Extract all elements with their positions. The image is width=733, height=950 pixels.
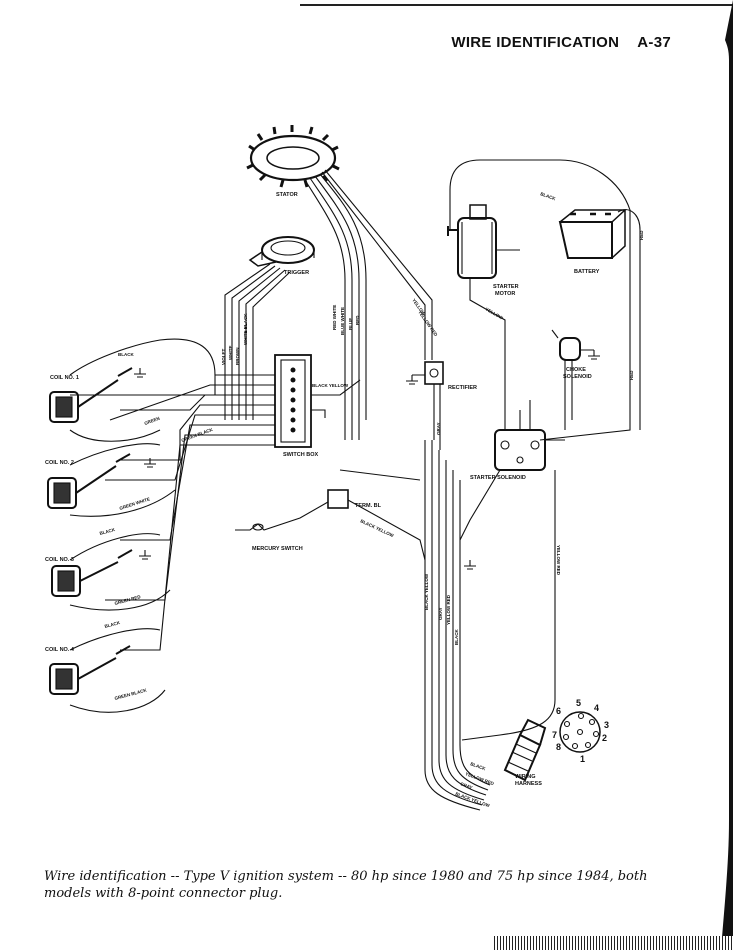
wire-label: RED xyxy=(639,230,644,240)
pin-number: 5 xyxy=(576,698,581,708)
wire-label: GRAY xyxy=(436,422,441,435)
coil-4-icon xyxy=(49,645,131,695)
wire-label: GRAY xyxy=(460,781,474,790)
wire-label: RED xyxy=(355,315,360,325)
pin-number: 6 xyxy=(556,706,561,716)
wire-label: BLACK xyxy=(540,191,557,201)
pin-number: 1 xyxy=(580,754,585,764)
top-rule xyxy=(300,4,733,6)
label-switch-box: SWITCH BOX xyxy=(283,452,318,458)
label-starter-solenoid: STARTER SOLENOID xyxy=(470,475,526,481)
wire-label: WHITE BLACK xyxy=(243,313,248,345)
wire-label: GREEN xyxy=(144,416,161,426)
wire-label: VIOLET xyxy=(221,348,226,365)
mercury-switch-icon xyxy=(235,501,329,531)
label-harness-2: HARNESS xyxy=(515,781,542,787)
rectifier-icon xyxy=(406,361,444,450)
wire-label: BLACK xyxy=(104,620,121,629)
scan-bar xyxy=(494,936,733,950)
label-choke-1: CHOKE xyxy=(566,367,586,373)
starter-solenoid-icon xyxy=(494,429,546,471)
wire-label: WHITE xyxy=(228,346,233,361)
wire-label: GREEN WHITE xyxy=(119,496,151,511)
wire-label: GRAY xyxy=(438,607,443,620)
wire-label: RED WHITE xyxy=(332,305,337,330)
wire-label: BROWN xyxy=(235,348,240,366)
label-coil-1: COIL NO. 1 xyxy=(50,375,79,381)
label-rectifier: RECTIFIER xyxy=(448,385,477,391)
wire-label: YELLOW xyxy=(485,307,505,321)
wire-label: YELLOW RED xyxy=(556,545,561,576)
pin-number: 7 xyxy=(552,730,557,740)
label-trigger: TRIGGER xyxy=(284,270,309,276)
page-header: WIRE IDENTIFICATION A-37 xyxy=(451,34,671,51)
wire-label: BLACK xyxy=(470,761,487,771)
pin-number: 2 xyxy=(602,733,607,743)
wire-label: BLUE WHITE xyxy=(340,307,345,335)
label-harness-1: WIRING xyxy=(515,774,535,780)
label-starter-motor-2: MOTOR xyxy=(495,291,515,297)
coil-2-icon xyxy=(47,453,131,509)
pin-number: 4 xyxy=(594,703,599,713)
starter-motor-icon xyxy=(447,204,497,279)
wire-label: BLACK YELLOW xyxy=(455,791,491,808)
wire-label: RED xyxy=(629,370,634,380)
wire-label: BLUE xyxy=(348,318,353,330)
pin-number: 3 xyxy=(604,720,609,730)
label-coil-4: COIL NO. 4 xyxy=(45,647,75,653)
battery-icon xyxy=(558,209,627,259)
page-edge-shadow xyxy=(721,0,733,950)
coil-1-icon xyxy=(49,367,133,423)
coil-3-icon xyxy=(51,549,133,597)
label-choke-2: SOLENOID xyxy=(563,374,592,380)
page-number: A-37 xyxy=(637,34,671,51)
label-starter-motor-1: STARTER xyxy=(493,284,519,290)
connector-plug-icon xyxy=(559,711,601,753)
choke-solenoid-icon xyxy=(551,329,600,430)
switch-box-icon xyxy=(274,354,312,448)
pin-number: 8 xyxy=(556,742,561,752)
label-terminal-block: TERM. BL xyxy=(355,503,382,509)
label-coil-2: COIL NO. 2 xyxy=(45,460,74,466)
trigger-icon xyxy=(248,236,315,267)
wire-label: BLACK xyxy=(454,629,459,645)
wire-label: BLACK YELLOW xyxy=(312,383,349,388)
wiring-harness-icon xyxy=(503,718,547,782)
terminal-block-icon xyxy=(327,489,426,561)
wire-label: YELLOW RED xyxy=(417,310,439,338)
wire-label: BLACK xyxy=(118,352,134,357)
wire-label: BLACK YELLOW xyxy=(360,518,396,538)
label-battery: BATTERY xyxy=(574,269,600,275)
wire-label: GREEN RED xyxy=(114,594,142,606)
stator-icon xyxy=(246,125,340,188)
wire-label: BLACK xyxy=(99,527,116,536)
wire-label: GREEN BLACK xyxy=(114,687,148,701)
wire-label: YELLOW RED xyxy=(446,594,451,625)
figure-caption: Wire identification -- Type V ignition s… xyxy=(44,869,648,901)
wire-label: BLACK YELLOW xyxy=(424,573,429,610)
page-title: WIRE IDENTIFICATION xyxy=(451,34,620,51)
label-coil-3: COIL NO. 3 xyxy=(45,557,74,563)
label-mercury-switch: MERCURY SWITCH xyxy=(252,546,303,552)
label-stator: STATOR xyxy=(276,192,298,198)
